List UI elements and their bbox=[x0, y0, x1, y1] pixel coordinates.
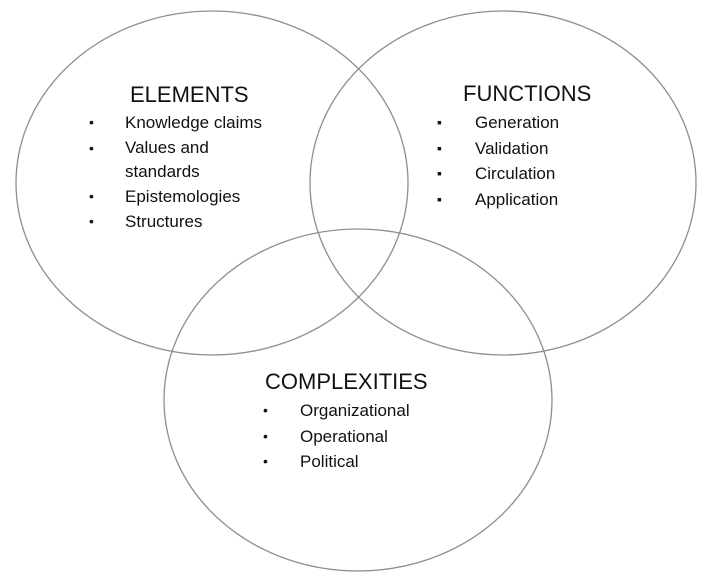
list-item: ▪Validation bbox=[437, 138, 549, 158]
elements-circle bbox=[15, 10, 409, 356]
list-item: •Values and standards bbox=[89, 137, 209, 181]
list-item: ▪Application bbox=[437, 189, 559, 209]
functions-list: ▪Generation ▪Validation ▪Circulation ▪Ap… bbox=[437, 110, 560, 212]
functions-title: FUNCTIONS bbox=[463, 81, 592, 106]
complexities-circle bbox=[163, 228, 553, 572]
list-item: •Operational bbox=[263, 426, 388, 446]
elements-list: •Knowledge claims •Values and standards … bbox=[89, 110, 263, 235]
complexities-title: COMPLEXITIES bbox=[265, 369, 428, 394]
complexities-list: •Organizational •Operational •Political bbox=[263, 398, 410, 475]
list-item: •Organizational bbox=[263, 401, 410, 420]
list-item: •Knowledge claims bbox=[89, 113, 263, 132]
functions-circle bbox=[309, 10, 697, 356]
list-item: ▪Circulation bbox=[437, 164, 556, 183]
list-item: •Political bbox=[263, 452, 359, 471]
list-item: •Structures bbox=[89, 212, 203, 231]
elements-title: ELEMENTS bbox=[130, 82, 249, 107]
list-item: •Epistemologies bbox=[89, 186, 241, 206]
list-item: ▪Generation bbox=[437, 113, 560, 132]
